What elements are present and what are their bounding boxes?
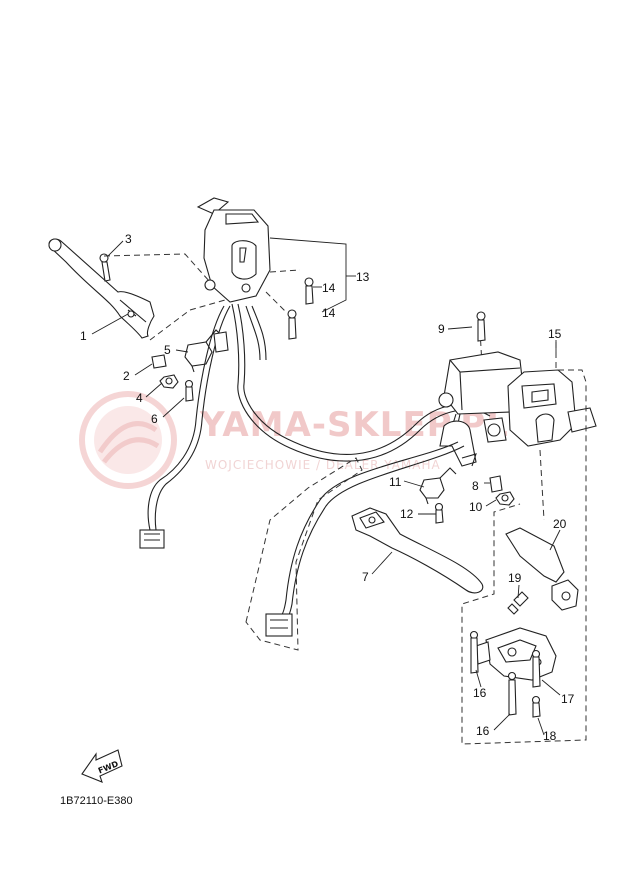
dashed-box-15 (461, 342, 587, 745)
screw-14-lower (287, 309, 297, 340)
clutch-lever (48, 238, 155, 339)
part-label-17: 17 (561, 692, 575, 706)
part-label-5: 5 (164, 343, 171, 357)
diagram-code: 1B72110-E380 (60, 795, 133, 807)
part-label-16-upper: 16 (473, 686, 487, 700)
part-label-14-upper: 14 (322, 281, 336, 295)
screw-18 (531, 695, 541, 718)
part-label-1: 1 (80, 329, 87, 343)
throttle-grip-20 (505, 527, 579, 611)
right-switch-harness (265, 441, 465, 637)
part-label-14-lower: 14 (322, 306, 336, 320)
left-switch-harness (139, 303, 491, 549)
part-label-11: 11 (389, 475, 402, 489)
screw-16-lower (507, 671, 517, 716)
switch-housing-lower (475, 627, 557, 681)
fwd-arrow-icon: FWD (81, 749, 123, 783)
part-label-12: 12 (400, 507, 414, 521)
part-label-15: 15 (548, 327, 562, 341)
watermark-sub-text: WOJCIECHOWIE / DEALER YAMAHA (205, 458, 441, 472)
screw-12 (434, 502, 444, 524)
watermark: YAMA-SKLEP.PL WOJCIECHOWIE / DEALER YAMA… (79, 391, 508, 489)
leader-lines (91, 237, 561, 736)
part-label-4: 4 (136, 391, 143, 405)
part-label-6: 6 (151, 412, 158, 426)
pin-19 (507, 591, 529, 615)
part-label-18: 18 (543, 729, 557, 743)
part-labels: 1 2 3 4 5 6 7 8 9 10 11 12 13 14 14 15 1… (80, 232, 575, 743)
part-label-20: 20 (553, 517, 567, 531)
brake-lever (351, 507, 484, 594)
part-label-2: 2 (123, 369, 130, 383)
handlebar-switch-left (196, 197, 271, 303)
nut-4 (159, 374, 179, 389)
screw-14-upper (304, 277, 314, 305)
part-label-10: 10 (469, 500, 483, 514)
part-label-19: 19 (508, 571, 522, 585)
screw-16-upper (469, 630, 479, 674)
brake-hose-clamp (439, 420, 477, 467)
part-label-9: 9 (438, 322, 445, 336)
lever-bolt (99, 253, 111, 282)
part-label-3: 3 (125, 232, 132, 246)
screw-17 (531, 649, 541, 688)
part-label-16-lower: 16 (476, 724, 490, 738)
handlebar-switch-right (507, 369, 597, 447)
nut-10 (495, 491, 515, 506)
bolt-9 (476, 311, 486, 342)
watermark-logo-icon (79, 391, 177, 489)
screw-6 (184, 379, 194, 402)
collar-8 (489, 475, 503, 493)
part-label-13: 13 (356, 270, 370, 284)
part-label-7: 7 (362, 570, 369, 584)
switch-11 (419, 467, 457, 505)
part-label-8: 8 (472, 479, 479, 493)
collar-2 (151, 354, 167, 369)
